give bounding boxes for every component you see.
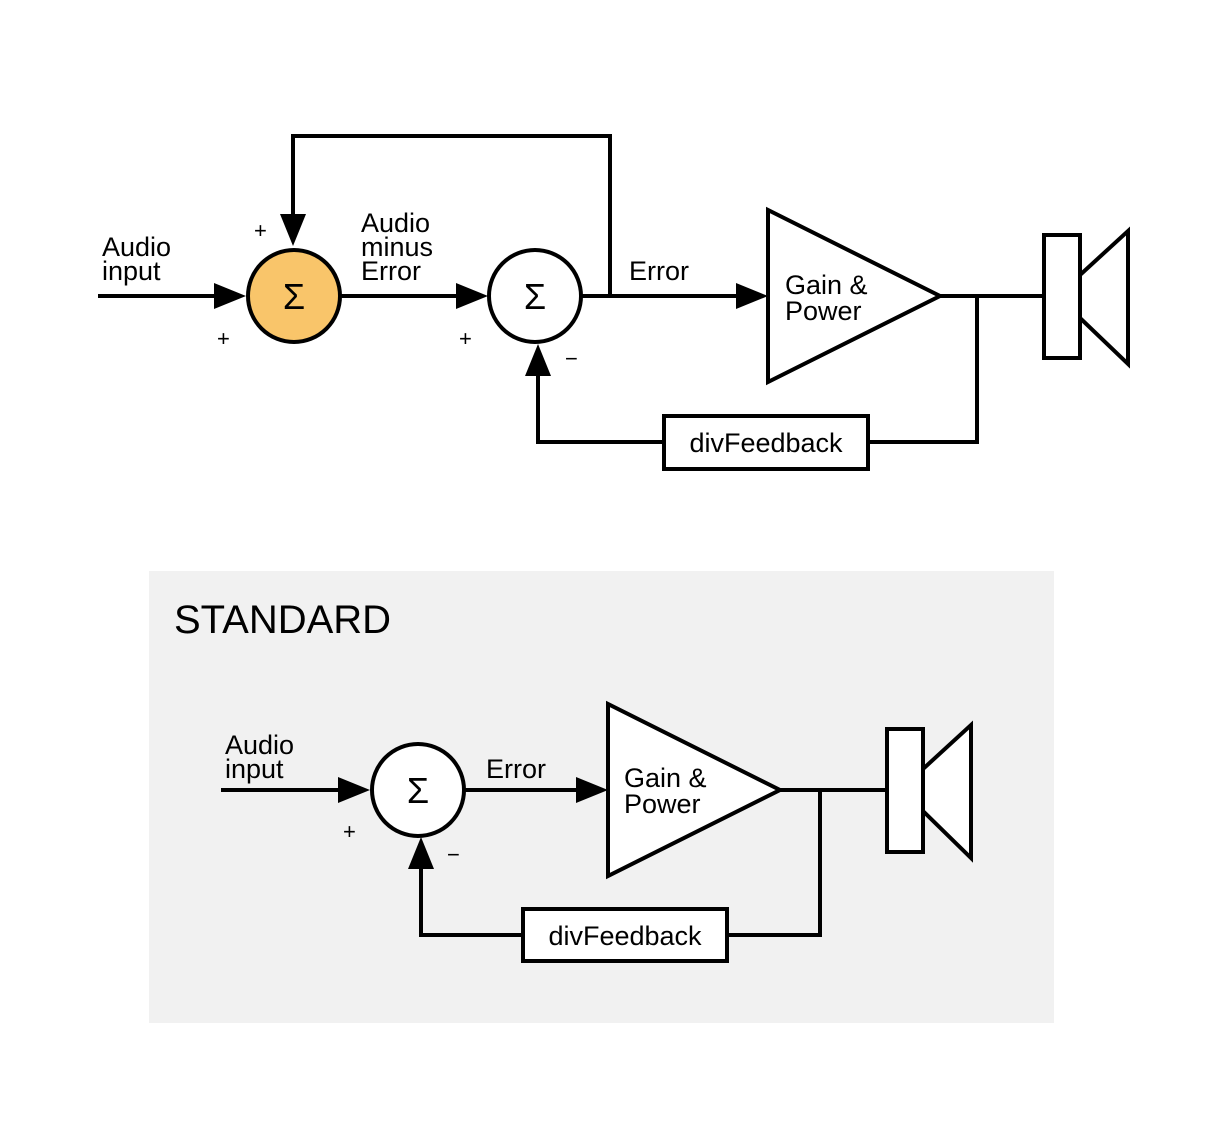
gain-power-label: Gain & Power xyxy=(785,270,875,326)
audio-input-label-line-1: Audio xyxy=(102,232,171,262)
standard-title: STANDARD xyxy=(174,598,391,642)
std-audio-input-line-1: Audio xyxy=(225,730,294,760)
feedback-arrow xyxy=(525,344,551,376)
feedback-label: divFeedback xyxy=(689,428,843,458)
feedback-line-right xyxy=(868,296,979,444)
error-feedforward-arrow xyxy=(280,214,306,246)
feedback-line-left xyxy=(536,375,664,444)
audio-minus-error-line-1: Audio xyxy=(361,208,430,238)
std-error-arrow xyxy=(576,777,608,803)
sigma-symbol-1: Σ xyxy=(283,276,305,317)
gain-power-line-2: Power xyxy=(785,296,862,326)
std-gain-power-amplifier xyxy=(606,700,785,880)
audio-input-label: Audio input xyxy=(102,232,179,286)
speaker-magnet xyxy=(1042,233,1082,360)
plus-sign-feedforward: + xyxy=(254,218,267,243)
std-gain-power-line-1: Gain & xyxy=(624,763,707,793)
std-feedback-line-left xyxy=(419,868,523,937)
std-gain-power-label: Gain & Power xyxy=(624,763,714,819)
speaker-cone xyxy=(1078,226,1130,369)
audio-minus-error-arrow xyxy=(456,283,488,309)
audio-input-label-line-2: input xyxy=(102,256,161,286)
error-feedforward-line xyxy=(291,134,612,296)
std-gain-power-line-2: Power xyxy=(624,789,701,819)
std-speaker-magnet xyxy=(885,727,925,854)
gain-power-line-1: Gain & xyxy=(785,270,868,300)
std-audio-input-line-2: input xyxy=(225,754,284,784)
error-label: Error xyxy=(629,256,689,286)
plus-sign-sum2: + xyxy=(459,326,472,351)
minus-sign-sum2: − xyxy=(565,346,578,371)
std-sigma-symbol: Σ xyxy=(407,770,429,811)
std-speaker-cone xyxy=(921,720,973,863)
std-minus-sign: − xyxy=(447,842,460,867)
top-diagram xyxy=(98,134,1130,471)
std-feedback-arrow xyxy=(408,837,434,869)
audio-minus-error-label: Audio minus Error xyxy=(361,208,441,286)
plus-sign-input: + xyxy=(217,326,230,351)
audio-minus-error-line-3: Error xyxy=(361,256,421,286)
audio-input-arrow xyxy=(214,283,246,309)
standard-diagram xyxy=(221,700,973,963)
sigma-symbol-2: Σ xyxy=(524,276,546,317)
std-error-label: Error xyxy=(486,754,546,784)
std-plus-sign: + xyxy=(343,819,356,844)
std-audio-input-label: Audio input xyxy=(225,730,302,784)
std-feedback-label: divFeedback xyxy=(548,921,702,951)
audio-minus-error-line-2: minus xyxy=(361,232,433,262)
top-labels: Audio input + + Σ Audio minus Error + − … xyxy=(102,208,875,458)
error-arrow xyxy=(736,283,768,309)
feedback-block xyxy=(662,414,870,471)
std-feedback-line-right xyxy=(727,790,822,937)
std-audio-input-arrow xyxy=(338,777,370,803)
gain-power-amplifier xyxy=(766,206,945,386)
standard-labels: Audio input + − Σ Error Gain & Power div… xyxy=(225,730,714,951)
